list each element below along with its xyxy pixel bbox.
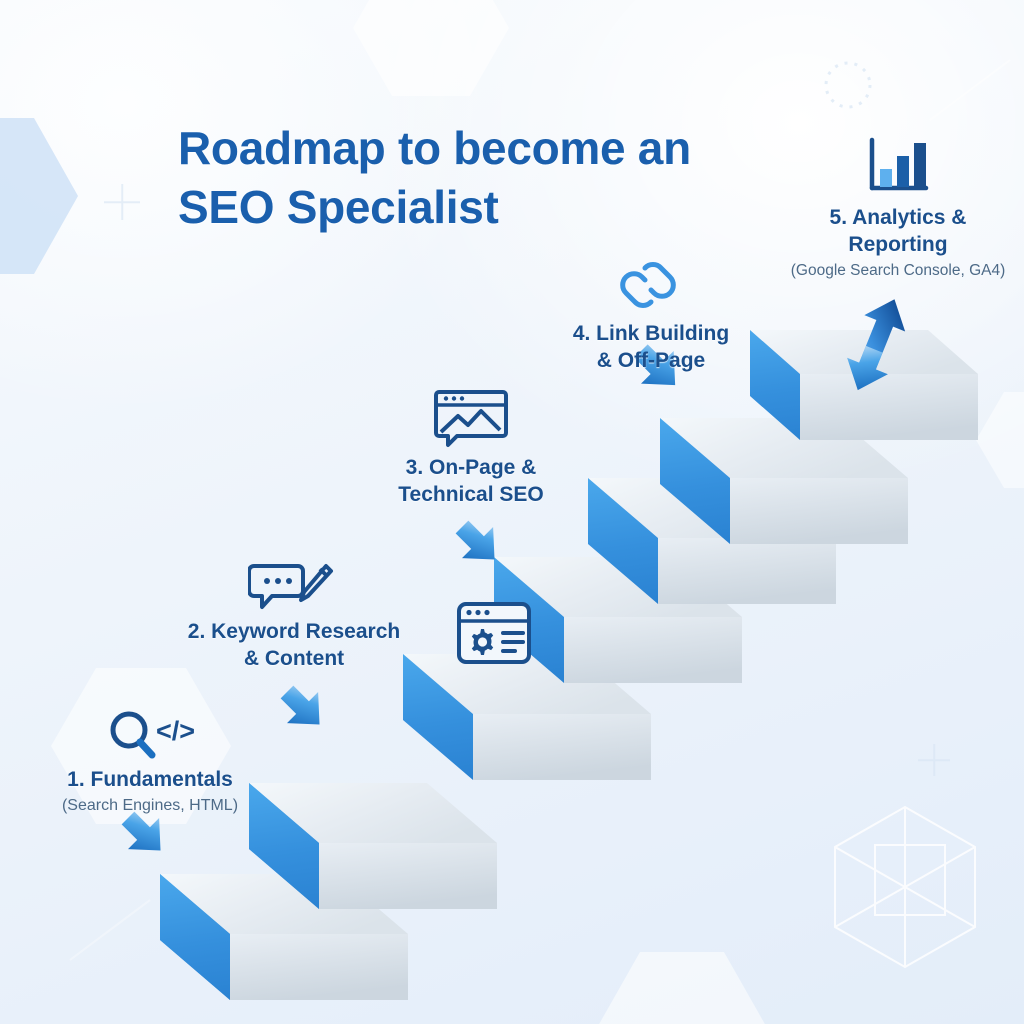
arrow-down-right-step-2: [280, 685, 320, 725]
step-3-title: 3. On-Page & Technical SEO: [398, 456, 544, 506]
step-label-5: 5. Analytics & Reporting (Google Search …: [772, 136, 1024, 282]
title-line-2: SEO Specialist: [178, 181, 499, 233]
step-5-title: 5. Analytics & Reporting: [829, 206, 967, 256]
browser-gear-icon: [455, 600, 533, 670]
browser-image-icon: [365, 388, 577, 448]
stair-step-2: [249, 783, 497, 909]
arrow-down-right-step-3: [455, 520, 495, 560]
title-line-1: Roadmap to become an: [178, 122, 691, 174]
step-1-side: [230, 934, 408, 1000]
step-2-side: [319, 843, 497, 909]
step-5-side: [658, 538, 836, 604]
arrow-down-right-step-1: [121, 811, 161, 851]
step-7-side: [800, 374, 978, 440]
step-4-title: 4. Link Building & Off-Page: [572, 322, 730, 372]
step-2-title: 2. Keyword Research & Content: [187, 620, 401, 670]
svg-text:</>: </>: [156, 716, 194, 746]
step-2-top: [249, 783, 497, 843]
page-title: Roadmap to become an SEO Specialist: [178, 119, 798, 237]
step-6-side: [730, 478, 908, 544]
step-label-3: 3. On-Page & Technical SEO: [365, 388, 577, 510]
magnifier-code-icon: </>: [24, 708, 276, 760]
step-5-subtitle: (Google Search Console, GA4): [790, 262, 1006, 279]
step-label-1: </> 1. Fundamentals (Search Engines, HTM…: [24, 708, 276, 817]
step-label-4: 4. Link Building & Off-Page: [540, 258, 762, 376]
chain-link-icon: [540, 258, 762, 314]
bar-chart-icon: [772, 136, 1024, 198]
step-label-2: 2. Keyword Research & Content: [160, 560, 428, 674]
arrow-down-right-step-4: [634, 344, 676, 386]
step-1-title: 1. Fundamentals: [67, 768, 233, 791]
chat-pencil-icon: [160, 560, 428, 612]
step-3-side: [473, 714, 651, 780]
step-4-side: [564, 617, 742, 683]
step-1-subtitle: (Search Engines, HTML): [61, 797, 239, 814]
arrow-up-right-step-5: [847, 299, 906, 391]
stair-step-6: [660, 418, 908, 544]
